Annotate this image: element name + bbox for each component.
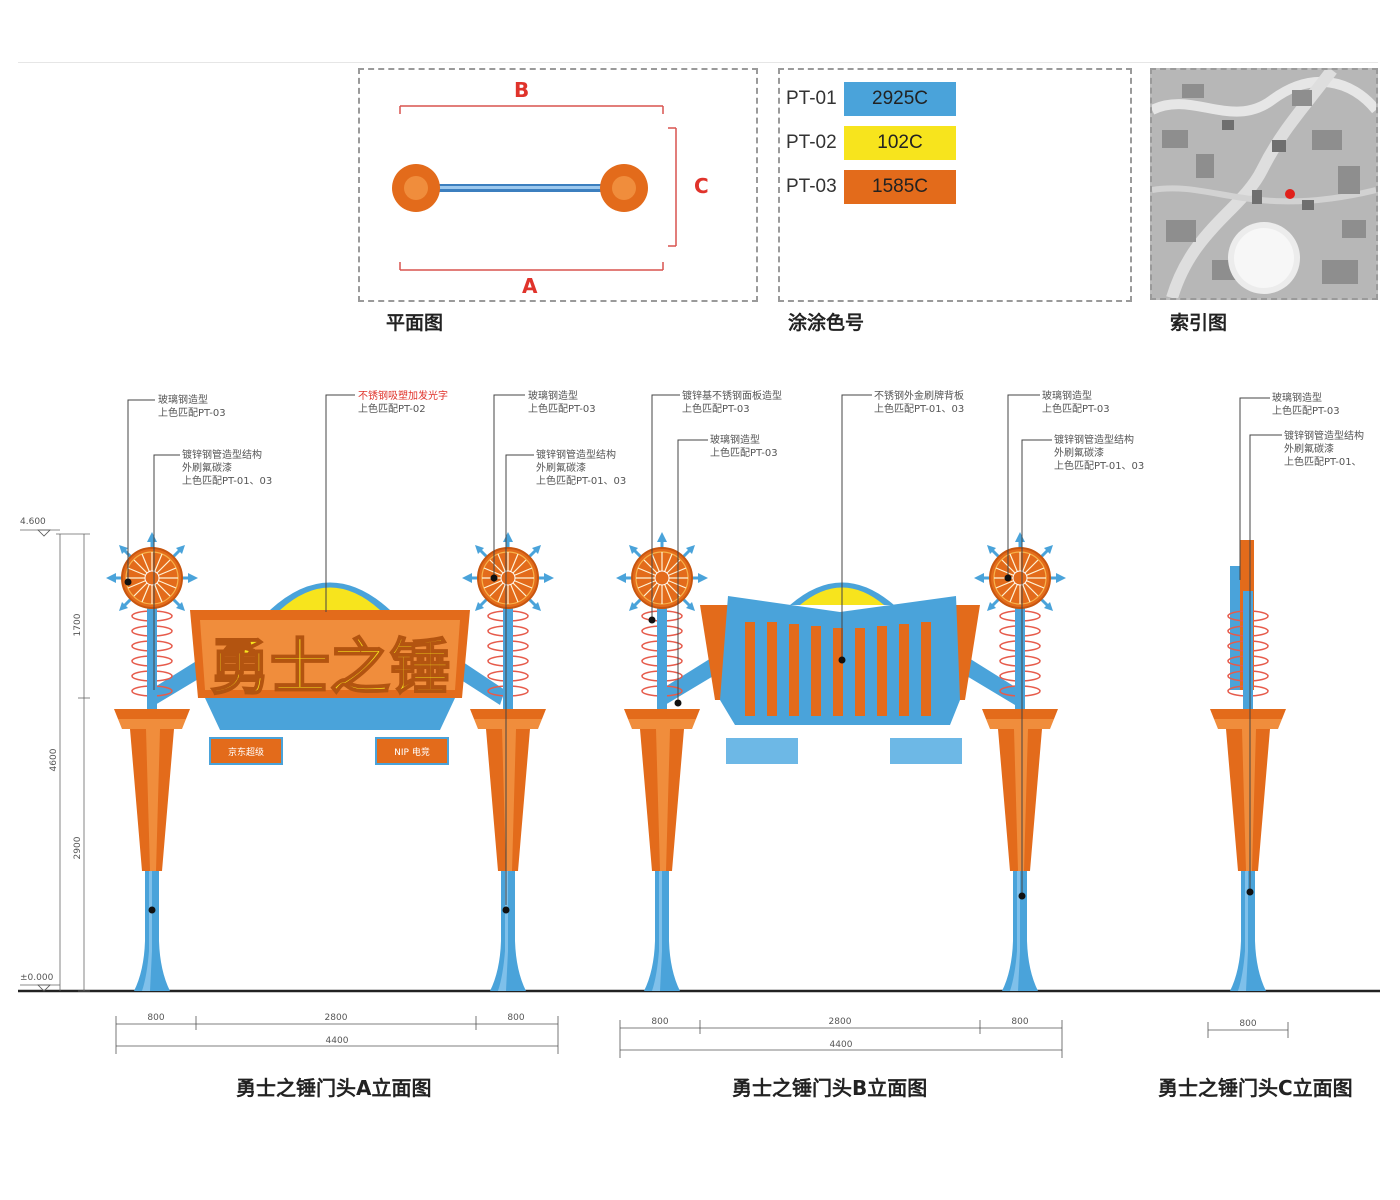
swatch-chip: 2925C (844, 82, 956, 116)
note-a-4: 玻璃钢造型 上色匹配PT-03 (528, 390, 596, 416)
note-line: 镀锌钢管造型结构 (1284, 431, 1364, 442)
note-a-2: 镀锌钢管造型结构 外刷氟碳漆 上色匹配PT-01、03 (182, 449, 272, 488)
paint-title: 涂涂色号 (788, 312, 865, 334)
note-b-1: 镀锌基不锈钢面板造型 上色匹配PT-03 (682, 390, 782, 416)
note-line: 外刷氟碳漆 (1284, 444, 1334, 455)
elev-top-label: 4.600 (20, 517, 46, 527)
note-line: 上色匹配PT-01、03 (182, 476, 273, 487)
elevation-c (1209, 540, 1287, 992)
note-line: 上色匹配PT-01、03 (536, 476, 627, 487)
note-line: 镀锌基不锈钢面板造型 (682, 391, 782, 402)
note-line: 玻璃钢造型 (710, 435, 760, 446)
swatch-code: PT-01 (786, 88, 837, 109)
index-map-image (1152, 70, 1376, 298)
note-line: 玻璃钢造型 (158, 395, 208, 406)
note-line: 不锈钢吸塑加发光字 (358, 391, 448, 402)
note-c-2: 镀锌钢管造型结构 外刷氟碳漆 上色匹配PT-01、 (1284, 430, 1364, 469)
note-line: 上色匹配PT-01、 (1284, 457, 1362, 468)
swatch-code: PT-03 (786, 176, 837, 197)
dim-a-total: 4400 (326, 1036, 349, 1046)
vdim-total: 4600 (49, 748, 59, 771)
plan-panel: B A C (358, 68, 758, 302)
note-line: 上色匹配PT-03 (682, 404, 750, 415)
top-divider (18, 62, 1378, 63)
note-line: 上色匹配PT-03 (1042, 404, 1110, 415)
note-line: 玻璃钢造型 (1042, 391, 1092, 402)
plan-drawing (392, 105, 677, 271)
plan-beam-highlight (420, 186, 632, 189)
note-line: 外刷氟碳漆 (182, 463, 232, 474)
plan-label-a: A (522, 274, 538, 298)
caption-elevation-b: 勇士之锤门头B立面图 (732, 1076, 928, 1100)
note-a-3: 不锈钢吸塑加发光字 上色匹配PT-02 (358, 390, 448, 416)
note-line: 玻璃钢造型 (1272, 393, 1322, 404)
badge-left: 京东超级 (228, 746, 264, 758)
note-line: 外刷氟碳漆 (1054, 448, 1104, 459)
note-line: 上色匹配PT-03 (710, 448, 778, 459)
note-b-2: 玻璃钢造型 上色匹配PT-03 (710, 434, 778, 460)
index-map-title: 索引图 (1170, 312, 1228, 334)
dim-a-mid: 2800 (325, 1013, 348, 1023)
note-line: 上色匹配PT-01、03 (1054, 461, 1145, 472)
caption-elevation-a: 勇士之锤门头A立面图 (236, 1076, 432, 1100)
dim-a-right: 800 (507, 1013, 524, 1023)
elevation-a: 勇士之锤 京东超级 NIP 电竞 (104, 530, 556, 992)
note-line: 上色匹配PT-03 (528, 404, 596, 415)
note-line: 镀锌钢管造型结构 (182, 450, 262, 461)
note-line: 上色匹配PT-01、03 (874, 404, 965, 415)
note-b-5: 镀锌钢管造型结构 外刷氟碳漆 上色匹配PT-01、03 (1054, 434, 1144, 473)
swatch-row-2: PT-02 102C (780, 126, 956, 160)
plan-post-right-inner (612, 176, 636, 200)
note-line: 镀锌钢管造型结构 (1054, 435, 1134, 446)
plan-dim-c (668, 127, 677, 247)
swatch-chip: 1585C (844, 170, 956, 204)
note-a-5: 镀锌钢管造型结构 外刷氟碳漆 上色匹配PT-01、03 (536, 449, 626, 488)
note-line: 上色匹配PT-03 (1272, 406, 1340, 417)
swatch-row-1: PT-01 2925C (780, 82, 956, 116)
badge-right: NIP 电竞 (394, 746, 430, 758)
dim-b-total: 4400 (830, 1040, 853, 1050)
swatch-row-3: PT-03 1585C (780, 170, 956, 204)
plan-label-c: C (694, 174, 709, 198)
paint-panel: PT-01 2925C PT-02 102C PT-03 1585C (778, 68, 1132, 302)
note-b-4: 玻璃钢造型 上色匹配PT-03 (1042, 390, 1110, 416)
dim-a-left: 800 (147, 1013, 164, 1023)
note-a-1: 玻璃钢造型 上色匹配PT-03 (158, 394, 226, 420)
dim-b-left: 800 (651, 1017, 668, 1027)
dim-b-right: 800 (1011, 1017, 1028, 1027)
note-line: 外刷氟碳漆 (536, 463, 586, 474)
index-map (1150, 68, 1378, 300)
plan-dim-a (399, 262, 664, 271)
note-line: 不锈钢外金刷牌背板 (874, 391, 964, 402)
dim-c: 800 (1239, 1019, 1256, 1029)
note-line: 上色匹配PT-03 (158, 408, 226, 419)
vdim-top: 1700 (73, 613, 83, 636)
note-line: 镀锌钢管造型结构 (536, 450, 616, 461)
gate-logo-text: 勇士之锤 (210, 633, 450, 703)
note-b-3: 不锈钢外金刷牌背板 上色匹配PT-01、03 (874, 390, 964, 416)
dim-b-mid: 2800 (829, 1017, 852, 1027)
elevation-b (614, 530, 1068, 992)
vdim-bottom: 2900 (73, 836, 83, 859)
note-line: 上色匹配PT-02 (358, 404, 426, 415)
note-c-1: 玻璃钢造型 上色匹配PT-03 (1272, 392, 1340, 418)
leader-lines (127, 394, 1282, 905)
note-line: 玻璃钢造型 (528, 391, 578, 402)
swatch-code: PT-02 (786, 132, 837, 153)
plan-dim-b (399, 105, 664, 114)
plan-title: 平面图 (386, 312, 444, 334)
plan-label-b: B (514, 78, 530, 102)
swatch-chip: 102C (844, 126, 956, 160)
elev-zero-label: ±0.000 (20, 973, 54, 983)
plan-post-left-inner (404, 176, 428, 200)
horizontal-dims (115, 1016, 1289, 1058)
location-marker-icon (1285, 189, 1295, 199)
caption-elevation-c: 勇士之锤门头C立面图 (1158, 1076, 1353, 1100)
